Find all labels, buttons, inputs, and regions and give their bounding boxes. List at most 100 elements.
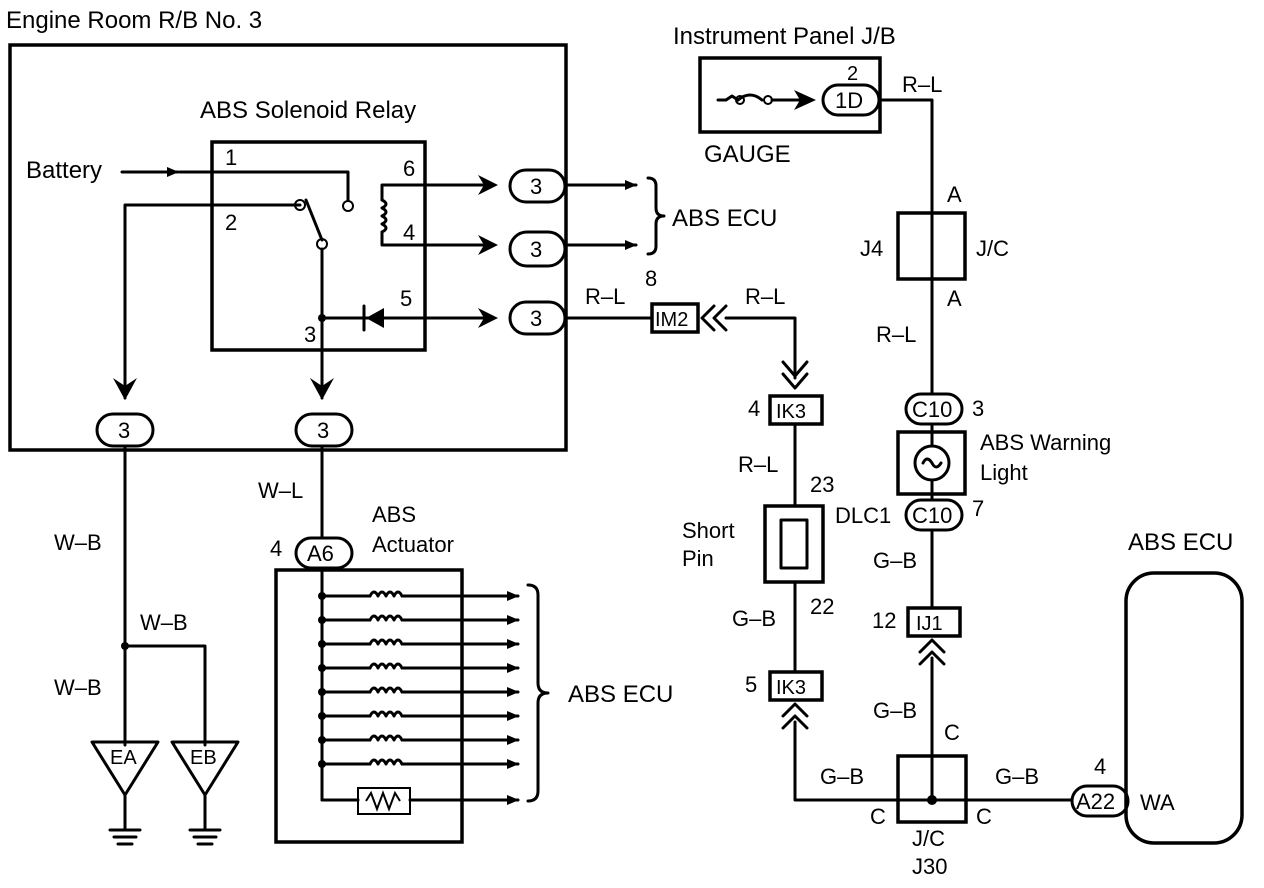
gauge-label: GAUGE <box>704 141 791 168</box>
solenoid-coil <box>368 734 404 742</box>
connector-a6 <box>294 536 354 570</box>
j4-pin-a-top: A <box>947 182 962 207</box>
ik3-lower-chevron-2 <box>781 714 809 730</box>
wire-label-wl: W–L <box>258 478 303 503</box>
relay-contact-nc <box>294 199 306 211</box>
wire-rl-j4 <box>877 98 934 215</box>
abs-ecu-right-label: ABS ECU <box>1128 529 1233 556</box>
solenoid-coil <box>368 758 404 766</box>
relay-pin-2: 2 <box>225 210 237 235</box>
relay-switch-arm <box>304 198 324 242</box>
abs-ecu-lower-label: ABS ECU <box>568 681 673 708</box>
connector-c10-upper <box>904 392 964 426</box>
connector-a22-label: A22 <box>1076 789 1115 814</box>
connector-c10-lower <box>904 498 964 532</box>
ik3-upper-chevron-1 <box>781 372 809 390</box>
abs-ecu-right-box <box>1124 571 1244 845</box>
a22-pin: 4 <box>1094 754 1106 779</box>
wire-label-rl-5: R–L <box>876 322 916 347</box>
ground-ea-triangle <box>90 740 160 797</box>
j30-pin-c-right: C <box>976 804 992 829</box>
junction-dot-ground <box>121 642 129 650</box>
relay-contact-no <box>342 200 354 212</box>
wire-label-rl-3: R–L <box>738 452 778 477</box>
gauge-fuse <box>736 93 764 102</box>
conn-arrow-pin5 <box>478 308 498 328</box>
shortpin-label-1: Short <box>682 518 735 543</box>
fuse-terminal-1 <box>735 95 745 105</box>
gauge-fuse-lead <box>716 94 740 102</box>
ij1-chevron-1 <box>918 638 946 654</box>
arrow-down-left <box>113 378 137 400</box>
warning-light-label-2: Light <box>980 460 1028 485</box>
connector-1d-label: 1D <box>835 88 863 113</box>
relay-pin-6: 6 <box>403 156 415 181</box>
solenoid-coil <box>368 590 404 598</box>
connector-3-pin5-label: 3 <box>530 306 542 331</box>
solenoid-coil <box>368 638 404 646</box>
wire-label-rl-1: R–L <box>585 284 625 309</box>
relay-pin-1: 1 <box>225 145 237 170</box>
relay-pin-3: 3 <box>304 322 316 347</box>
connector-3-left-label: 3 <box>118 418 130 443</box>
jc-j4-name: J4 <box>860 236 883 261</box>
brace-upper <box>646 176 666 256</box>
relay-block-title: Engine Room R/B No. 3 <box>6 7 262 34</box>
actuator-label-2: Actuator <box>372 532 454 557</box>
wire-label-rl-4: R–L <box>902 72 942 97</box>
shortpin-pin-bottom: 22 <box>810 594 834 619</box>
solenoid-coil <box>368 686 404 694</box>
conn-arrow-pin4 <box>478 235 498 255</box>
connector-3-mid-label: 3 <box>317 418 329 443</box>
ground-ea-label: EA <box>110 747 137 769</box>
diode-symbol <box>366 308 384 328</box>
relay-pin-4: 4 <box>403 220 415 245</box>
ik3-lower-pin: 5 <box>745 672 757 697</box>
connector-ik3-upper-label: IK3 <box>776 401 806 423</box>
solenoid-coil <box>368 662 404 670</box>
coil-lead-bottom <box>380 230 427 247</box>
ik3-lower-chevron-1 <box>781 702 809 718</box>
warning-bulb-filament <box>921 457 943 469</box>
connector-3-pin6-label: 3 <box>530 174 542 199</box>
connector-ij1-label: IJ1 <box>916 613 943 635</box>
connector-ij1 <box>906 606 962 638</box>
solenoid-coil <box>368 614 404 622</box>
relay-pin-5: 5 <box>400 286 412 311</box>
arrow-down-mid <box>310 378 334 400</box>
instrument-panel-title: Instrument Panel J/B <box>673 23 896 50</box>
wire-pin1 <box>178 170 350 202</box>
instrument-panel-box <box>698 56 882 134</box>
connector-ik3-lower <box>768 670 824 702</box>
connector-3-mid <box>294 412 354 448</box>
im2-chevron-2 <box>712 304 728 332</box>
shortpin-label-2: Pin <box>682 546 714 571</box>
jc-j30-junction <box>927 795 937 805</box>
ik3-upper-chevron-2 <box>781 360 809 378</box>
wire-label-gb-3: G–B <box>873 548 917 573</box>
shortpin-pin-top: 23 <box>810 472 834 497</box>
actuator-solenoids <box>318 590 520 769</box>
relay-name: ABS Solenoid Relay <box>200 97 416 124</box>
connector-a6-label: A6 <box>307 541 334 566</box>
im2-pin: 8 <box>645 266 657 291</box>
conn-arrow-pin6 <box>478 175 498 195</box>
j30-pin-c-top: C <box>944 720 960 745</box>
connector-3-pin4 <box>508 230 567 268</box>
jc-j30-type: J/C <box>912 826 945 851</box>
c10-lower-pin: 7 <box>972 496 984 521</box>
wire-label-wb-2: W–B <box>140 610 188 635</box>
ground-eb-label: EB <box>190 747 217 769</box>
connector-im2 <box>650 302 700 334</box>
connector-3-pin4-label: 3 <box>530 237 542 262</box>
relay-coil <box>380 198 388 234</box>
wire-rl-ik3 <box>724 316 797 380</box>
jc-j4-type: J/C <box>976 236 1009 261</box>
j30-pin-c-left: C <box>870 804 886 829</box>
actuator-resistor-box <box>357 787 411 815</box>
wire-label-wb-3: W–B <box>54 675 102 700</box>
wire-label-gb-5: G–B <box>995 764 1039 789</box>
actuator-resistor <box>365 790 401 812</box>
wire-label-wb-1: W–B <box>54 530 102 555</box>
wire-label-gb-4: G–B <box>873 698 917 723</box>
